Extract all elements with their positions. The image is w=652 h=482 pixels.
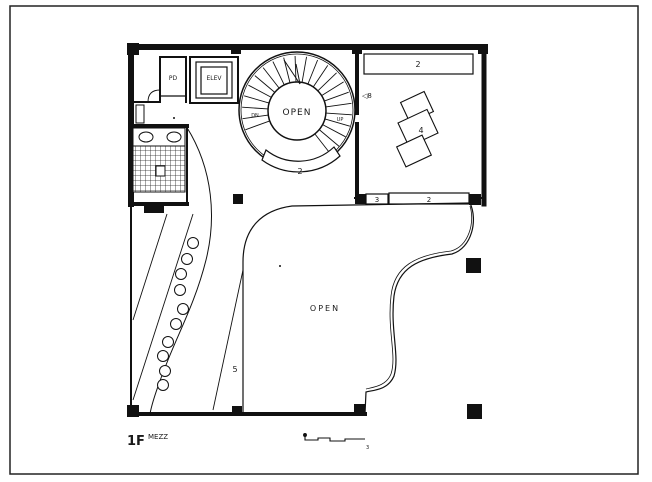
stair-tread: [325, 102, 352, 108]
spiral-stair: [238, 51, 356, 169]
stair-tread: [318, 129, 340, 147]
bar-stool: [174, 284, 186, 296]
zone-5-label: 5: [232, 365, 237, 374]
elevator-core: [160, 61, 233, 99]
stair-tread: [244, 95, 270, 104]
stair-tread: [242, 106, 269, 110]
counter-top-label: 2: [415, 60, 420, 69]
table-group: [395, 90, 439, 168]
scale-bar-label: 3: [366, 445, 369, 451]
columns: [127, 43, 488, 419]
bar-stool: [159, 365, 171, 377]
stair-tread: [321, 81, 344, 97]
page-frame: [9, 5, 639, 475]
scale-bar: [303, 433, 365, 442]
stair-open-label: OPEN: [283, 108, 312, 118]
bar-stool: [157, 379, 169, 391]
stair-tread: [272, 61, 285, 86]
stair-dn-label: DN: [251, 113, 259, 119]
open-void-edge: [242, 202, 474, 415]
stair-tread: [324, 91, 349, 102]
stair-tread: [254, 75, 276, 93]
stair-tread: [248, 84, 272, 98]
stair-tread: [262, 67, 280, 89]
elev-label: ELEV: [206, 75, 222, 82]
seat-3-label: 3: [375, 196, 379, 204]
bar-stool: [187, 237, 199, 249]
stair-tread: [314, 133, 332, 155]
bar-stool: [177, 303, 189, 315]
bar-stool: [170, 318, 182, 330]
stair-tread: [242, 114, 269, 120]
counter-top: [363, 53, 474, 75]
toilet-block: [132, 104, 186, 193]
stair-tread: [307, 59, 319, 85]
stair-tread: [317, 72, 337, 92]
plan-title-sub: MEZZ: [148, 433, 168, 441]
stair-up-label: UP: [337, 117, 344, 123]
plan-title-main: 1F: [127, 434, 145, 449]
bar-stools: [157, 237, 199, 391]
bar-stool: [175, 268, 187, 280]
open-void-edge-inner: [365, 205, 473, 390]
table-4-label: 4: [418, 126, 423, 135]
stair-marker-label: ◁8: [362, 92, 372, 100]
stair-counter-label: 2: [297, 167, 302, 176]
stair-tread: [325, 112, 352, 116]
open-void-label: OPEN: [310, 304, 340, 313]
bar-lines: [132, 213, 244, 411]
stair-tread: [301, 56, 307, 83]
stair-tread: [322, 124, 346, 138]
marker-dot: [279, 265, 281, 267]
door-swing: [147, 89, 161, 103]
stair-tread: [245, 120, 270, 131]
pd-label: PD: [169, 75, 178, 82]
stair-tread: [324, 118, 350, 127]
bar-stool: [162, 336, 174, 348]
stair-tread: [312, 65, 329, 88]
walls: [128, 44, 488, 416]
stair-counter: [261, 146, 341, 173]
marker-dot: [173, 117, 175, 119]
counter-right-label: 2: [427, 196, 431, 204]
bar-stool: [157, 350, 169, 362]
bar-stool: [181, 253, 193, 265]
